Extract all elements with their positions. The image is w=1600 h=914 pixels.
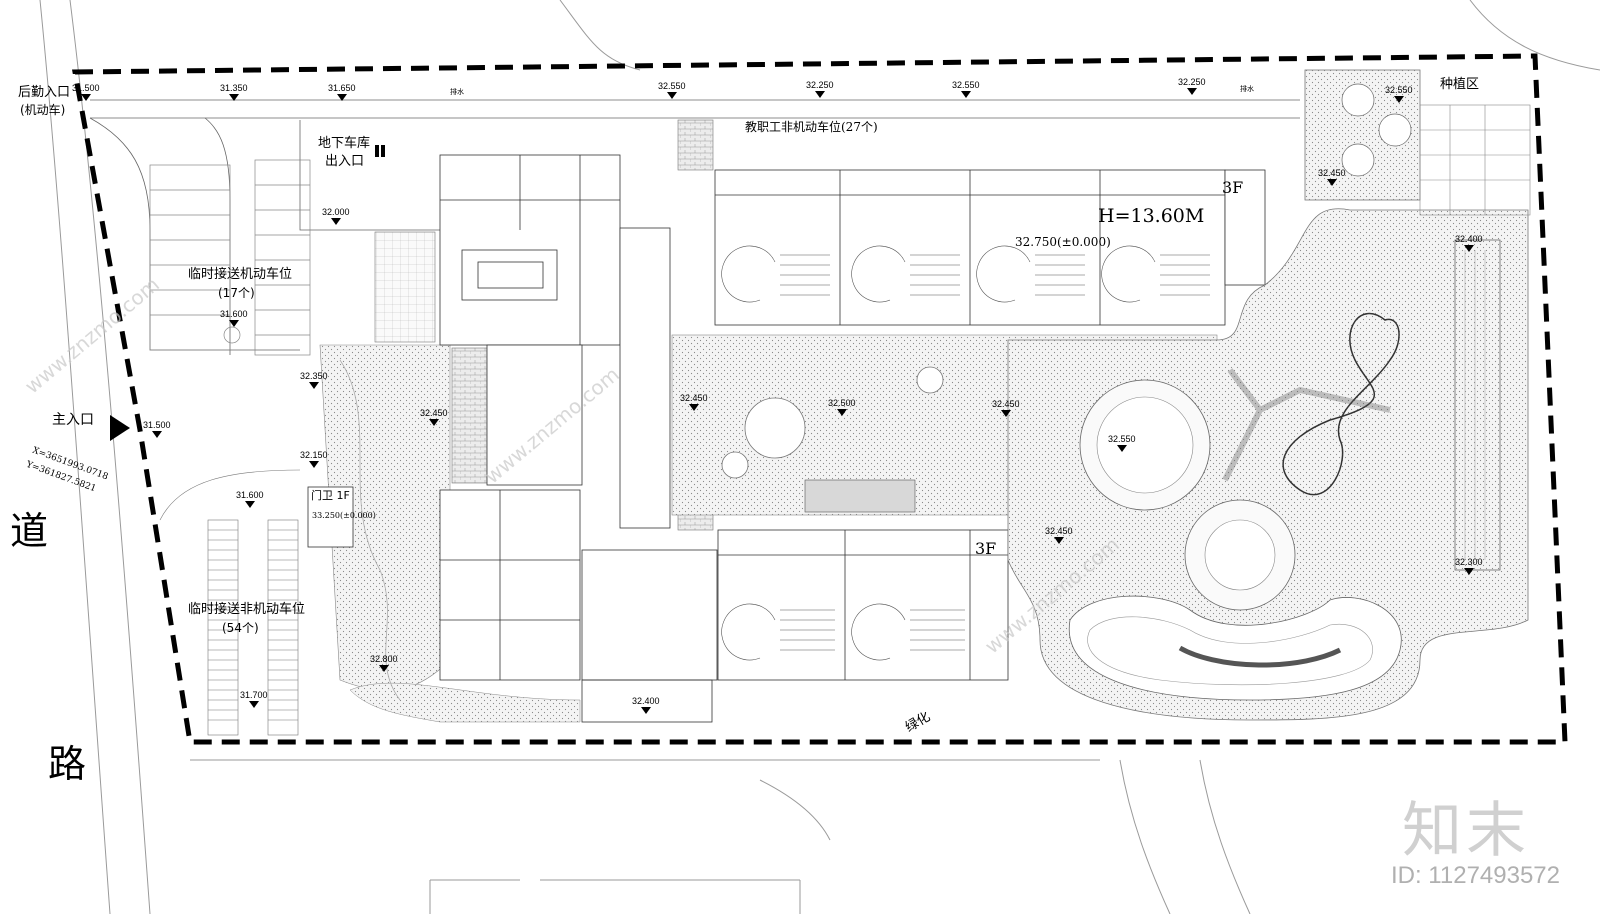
elev-marker: 32.550: [1108, 434, 1136, 452]
elev-marker: 32.400: [1455, 234, 1483, 252]
kitchen-block: [439, 154, 621, 681]
elev-marker: 31.600: [236, 490, 264, 508]
elev-marker: 31.500: [72, 83, 100, 101]
elev-marker: 31.700: [240, 690, 268, 708]
elev-marker: 32.550: [1385, 85, 1413, 103]
drain-label-2: 排水: [1240, 85, 1254, 93]
elev-marker: 32.450: [1318, 168, 1346, 186]
temp-bike-parking-label: 临时接送非机动车位: [188, 602, 306, 617]
planting-area-label: 种植区: [1440, 77, 1480, 92]
gatehouse-label: 门卫 1F: [311, 489, 350, 502]
amphitheatre-arc: [1178, 645, 1342, 668]
stair-south: [581, 679, 713, 723]
site-boundary: [72, 53, 1568, 745]
corridor-west-2: [581, 549, 718, 681]
pond-outline: [1068, 595, 1402, 701]
pond-inner: [1087, 616, 1373, 686]
corridor-west: [619, 227, 671, 529]
east-playground: [1007, 208, 1529, 721]
gatehouse-elev: 33.250(±0.000): [312, 511, 376, 520]
elev-marker: 31.600: [220, 309, 248, 327]
courtyard-circle-3: [721, 451, 749, 479]
elev-marker: 31.500: [143, 420, 171, 438]
elev-marker: 32.450: [420, 408, 448, 426]
elev-marker: 32.400: [632, 696, 660, 714]
garage-entrance-sub: 出入口: [325, 154, 365, 169]
elev-marker: 32.150: [300, 450, 328, 468]
elev-marker: 31.350: [220, 83, 248, 101]
garage-entry-marker: [375, 145, 379, 157]
elev-marker: 32.550: [658, 81, 686, 99]
drain-label-1: 排水: [450, 88, 464, 96]
elev-marker: 32.550: [952, 80, 980, 98]
south-classroom-wing: [717, 529, 1009, 681]
south-classroom-desks: [721, 603, 965, 661]
track-lanes: [1464, 250, 1486, 560]
floors-south-label: 3F: [975, 539, 997, 558]
elev-marker: 32.250: [1178, 77, 1206, 95]
elev-marker: 32.500: [828, 398, 856, 416]
serpentine-path: [1282, 312, 1400, 496]
courtyard-circle-1: [744, 397, 806, 459]
central-pavers: [451, 347, 488, 484]
stage: [804, 479, 916, 513]
play-circle-4: [1204, 519, 1276, 591]
north-annex: [1224, 169, 1266, 286]
west-green-curve: [339, 359, 401, 701]
play-circle-2: [1096, 396, 1194, 494]
temp-car-parking-count: (17个): [218, 286, 255, 300]
planter-3: [1341, 143, 1375, 177]
elev-marker: 32.450: [680, 393, 708, 411]
main-entrance-label: 主入口: [52, 412, 94, 428]
garage-entrance-label: 地下车库: [318, 136, 371, 151]
car-parking-west: [149, 159, 311, 356]
main-entrance-arrow: [110, 415, 130, 441]
elev-marker: 32.300: [1455, 557, 1483, 575]
planting-grid: [1419, 104, 1531, 216]
gatehouse-block: [307, 486, 354, 548]
cross-paths: [1222, 368, 1391, 482]
staff-bike-parking-label: 教职工非机动车位(27个): [745, 120, 878, 134]
image-id: ID: 1127493572: [1390, 862, 1560, 889]
logistics-entrance-sub: (机动车): [20, 103, 66, 117]
elev-marker: 32.450: [992, 399, 1020, 417]
west-pavers: [374, 231, 436, 343]
north-pavers: [677, 119, 714, 171]
brand-watermark: 知末: [1402, 796, 1530, 866]
floors-north-label: 3F: [1222, 178, 1244, 197]
bike-parking-sw: [159, 469, 301, 736]
elev-marker: 32.250: [806, 80, 834, 98]
north-drive: [89, 99, 1300, 355]
elev-marker: 32.450: [1045, 526, 1073, 544]
building-elev-label: 32.750(±0.000): [1015, 235, 1111, 249]
north-classroom-desks: [721, 245, 1210, 303]
elev-marker: 32.000: [322, 207, 350, 225]
elev-marker: 31.650: [328, 83, 356, 101]
temp-car-parking-label: 临时接送机动车位: [188, 267, 293, 282]
planter-2: [1378, 113, 1412, 147]
temp-bike-parking-count: (54个): [222, 621, 259, 635]
logistics-entrance-label: 后勤入口: [18, 85, 71, 100]
courtyard-circle-2: [916, 366, 944, 394]
garage-entry-marker-2: [381, 145, 385, 157]
road-char-1: 道: [10, 509, 49, 553]
planter-1: [1341, 83, 1375, 117]
building-height-label: H=13.60M: [1098, 205, 1205, 227]
running-track: [1454, 239, 1501, 571]
north-classroom-wing: [714, 169, 1226, 326]
south-planting-belt: [349, 682, 581, 723]
road-char-2: 路: [48, 742, 87, 786]
elev-marker: 32.350: [300, 371, 328, 389]
elev-marker: 32.800: [370, 654, 398, 672]
